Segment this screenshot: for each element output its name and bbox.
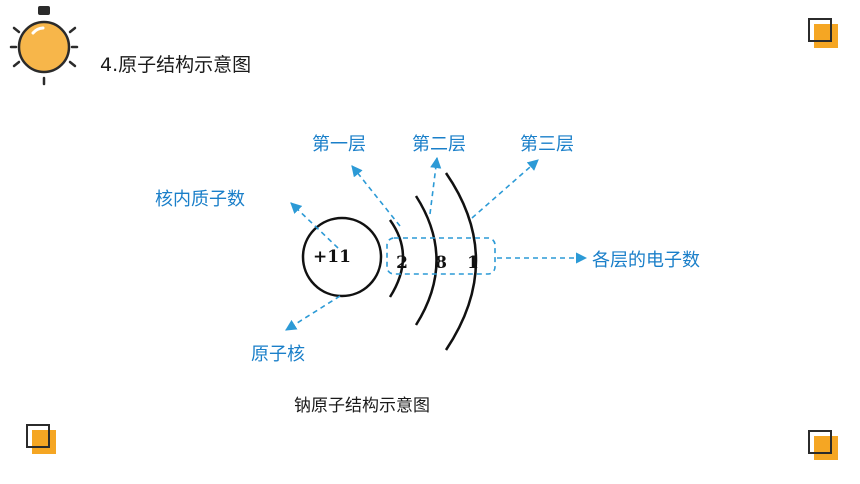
electron-count-box bbox=[386, 237, 496, 275]
label-protons: 核内质子数 bbox=[155, 189, 245, 210]
label-nucleus: 原子核 bbox=[251, 344, 305, 365]
arrow-nucleus bbox=[285, 295, 341, 331]
arrow-shell2 bbox=[429, 156, 442, 215]
electron-count-shell-1: 2 bbox=[396, 253, 408, 273]
shell-arc-3 bbox=[444, 172, 478, 351]
label-shell-1: 第一层 bbox=[312, 134, 366, 155]
corner-decoration-top-right bbox=[808, 18, 838, 48]
label-electron-count: 各层的电子数 bbox=[592, 250, 700, 271]
nucleus-circle bbox=[301, 216, 383, 298]
corner-decoration-bottom-right bbox=[808, 430, 838, 460]
arrow-shell1 bbox=[351, 165, 401, 227]
corner-decoration-bottom-left bbox=[26, 424, 56, 454]
label-shell-3: 第三层 bbox=[520, 134, 574, 155]
slide-title: 4.原子结构示意图 bbox=[100, 54, 252, 76]
shell-arc-2 bbox=[414, 195, 438, 326]
diagram-caption: 钠原子结构示意图 bbox=[294, 396, 430, 416]
arrow-protons bbox=[290, 202, 339, 249]
shell-arc-1 bbox=[388, 219, 405, 298]
electron-count-shell-3: 1 bbox=[467, 253, 479, 273]
electron-count-shell-2: 8 bbox=[435, 253, 447, 273]
nucleus-charge: +11 bbox=[313, 247, 351, 267]
arrow-shell3 bbox=[471, 159, 539, 219]
label-shell-2: 第二层 bbox=[412, 134, 466, 155]
lightbulb-icon bbox=[9, 6, 79, 86]
